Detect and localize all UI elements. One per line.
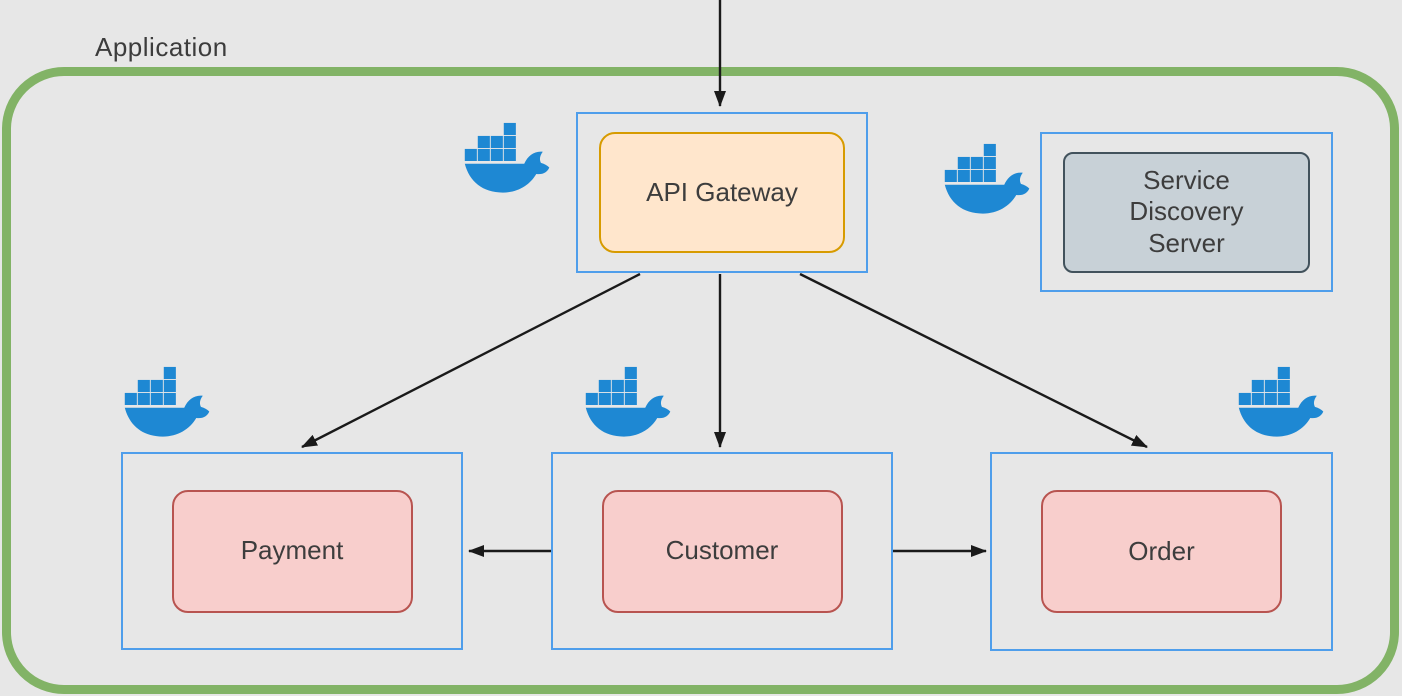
node-payment-container: Payment [121,452,463,650]
node-customer-label: Customer [665,535,779,566]
node-service-discovery-container: Service Discovery Server [1040,132,1333,292]
docker-icon [121,366,214,444]
application-boundary [2,67,1399,694]
node-api-gateway: API Gateway [599,132,845,253]
node-payment-label: Payment [240,535,344,566]
node-service-discovery-label: Service Discovery Server [1129,165,1244,258]
node-order: Order [1041,490,1282,613]
node-customer: Customer [601,489,843,613]
node-api-gateway-label: API Gateway [646,176,798,207]
node-order-container: Order [990,452,1333,651]
node-order-label: Order [1128,535,1195,566]
node-service-discovery: Service Discovery Server [1063,151,1310,273]
node-api-gateway-container: API Gateway [576,112,868,273]
docker-icon [461,122,554,200]
node-customer-container: Customer [551,452,893,650]
application-label: Application [95,32,228,62]
docker-icon [1235,366,1328,444]
docker-icon [582,366,675,444]
node-payment: Payment [171,489,413,613]
docker-icon [941,143,1034,221]
